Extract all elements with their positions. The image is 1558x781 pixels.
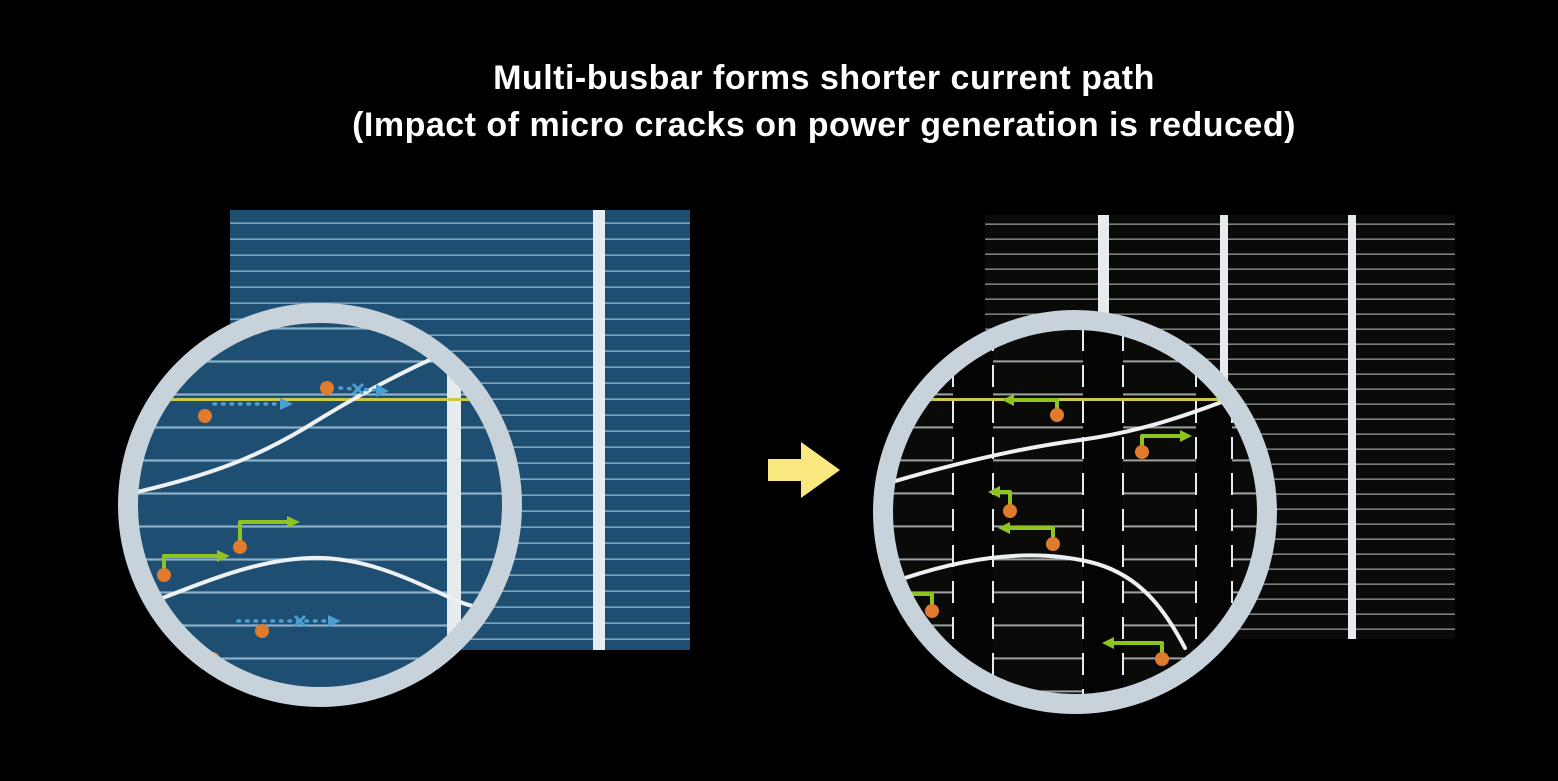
arrowhead-icon bbox=[988, 486, 1000, 498]
transition-arrow-icon bbox=[768, 442, 840, 498]
elbow-path bbox=[998, 490, 1012, 510]
crack-highlight-line bbox=[892, 398, 1258, 401]
electron-dot bbox=[1003, 504, 1017, 518]
arrowhead-icon bbox=[1180, 430, 1192, 442]
electron-dot bbox=[1155, 652, 1169, 666]
short-current-path bbox=[1135, 430, 1192, 459]
short-current-path bbox=[988, 486, 1017, 518]
elbow-path bbox=[238, 520, 289, 546]
crack-highlight-line bbox=[137, 398, 503, 401]
arrowhead-icon bbox=[287, 516, 300, 528]
busbar-strip bbox=[953, 329, 993, 695]
electron-dot bbox=[1050, 408, 1064, 422]
title-line-1: Multi-busbar forms shorter current path bbox=[493, 59, 1155, 97]
diagram-title: Multi-busbar forms shorter current path … bbox=[45, 55, 1558, 149]
electron-dot bbox=[233, 540, 247, 554]
right-cell-busbar bbox=[1348, 215, 1356, 639]
elbow-path bbox=[1008, 526, 1055, 543]
short-current-path bbox=[1102, 637, 1169, 666]
micro-crack-line bbox=[903, 553, 1187, 650]
x-mark-icon bbox=[351, 382, 365, 396]
elbow-path bbox=[904, 592, 934, 610]
short-current-path bbox=[157, 550, 230, 582]
busbar-strip bbox=[1083, 329, 1123, 695]
short-current-path bbox=[998, 522, 1060, 551]
electron-dot bbox=[255, 624, 269, 638]
elbow-path bbox=[1140, 434, 1182, 451]
elbow-path bbox=[162, 554, 219, 574]
micro-crack-line bbox=[892, 386, 1258, 484]
elbow-path bbox=[1112, 641, 1164, 658]
long-current-path bbox=[198, 398, 293, 423]
arrowhead-icon bbox=[1002, 394, 1014, 406]
right-magnifier bbox=[873, 310, 1277, 714]
arrowhead-icon bbox=[1102, 637, 1114, 649]
short-current-path bbox=[233, 516, 300, 554]
left-cell-busbar bbox=[593, 210, 605, 650]
short-current-path bbox=[1002, 394, 1064, 422]
left-magnifier-ring bbox=[118, 303, 522, 707]
arrowhead-icon bbox=[328, 615, 341, 627]
arrowhead-icon bbox=[280, 398, 293, 410]
left-magnifier-lens bbox=[137, 322, 503, 688]
right-magnifier-ring bbox=[873, 310, 1277, 714]
arrowhead-icon bbox=[217, 550, 230, 562]
long-current-path-blocked bbox=[320, 381, 389, 397]
electron-dot bbox=[925, 604, 939, 618]
x-mark-icon bbox=[293, 614, 307, 628]
arrowhead-icon bbox=[998, 522, 1010, 534]
left-magnifier-content bbox=[137, 322, 503, 688]
electron-dot bbox=[157, 568, 171, 582]
micro-crack-line bbox=[137, 348, 454, 494]
title-line-2: (Impact of micro cracks on power generat… bbox=[352, 106, 1296, 144]
left-magnifier bbox=[118, 303, 522, 707]
arrowhead-icon bbox=[376, 384, 389, 397]
electron-dot bbox=[320, 381, 334, 395]
electron-dot bbox=[1135, 445, 1149, 459]
electron-dot bbox=[1046, 537, 1060, 551]
electron-dot bbox=[198, 409, 212, 423]
